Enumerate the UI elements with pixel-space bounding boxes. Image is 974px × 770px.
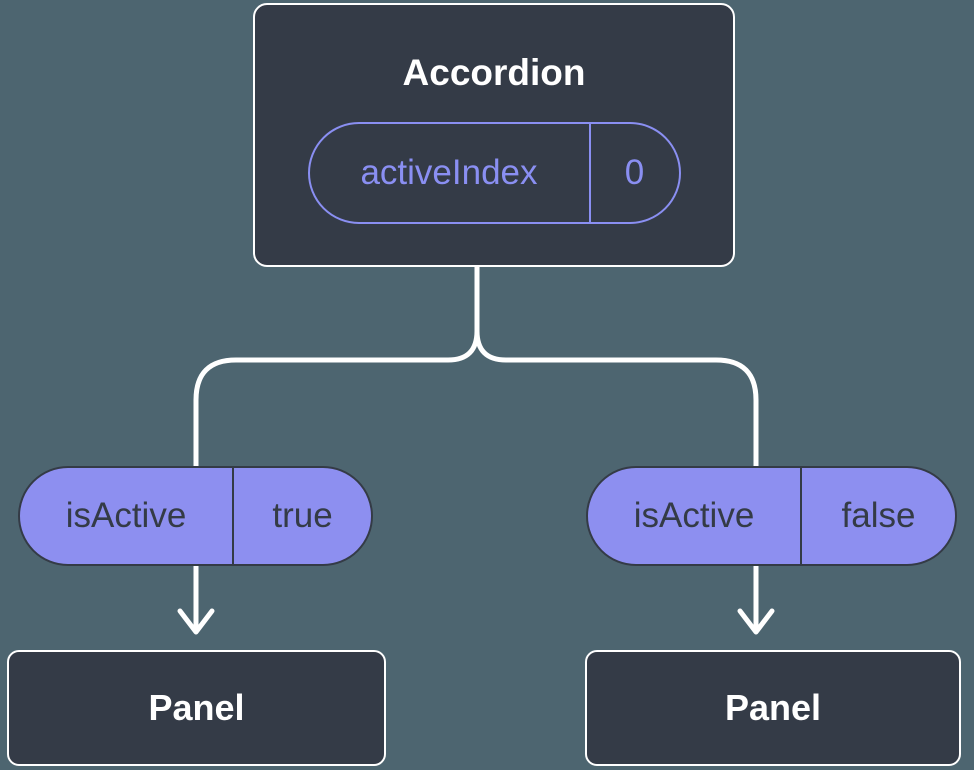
prop-pill-isactive-right: isActive false <box>586 466 957 566</box>
node-panel-right: Panel <box>585 650 961 766</box>
connector-root-to-right-child <box>474 262 759 633</box>
connector-root-to-left-child <box>193 262 480 633</box>
prop-pill-isactive-left: isActive true <box>18 466 373 566</box>
node-panel-title: Panel <box>724 687 822 728</box>
node-accordion-title: Accordion <box>402 52 586 93</box>
prop-pill-value: true <box>272 496 333 535</box>
state-pill-value: 0 <box>624 153 645 192</box>
node-panel-left: Panel <box>7 650 386 766</box>
pill-divider <box>588 124 591 222</box>
arrow-down-icon <box>177 608 215 635</box>
pill-divider <box>800 468 802 564</box>
node-panel-title: Panel <box>148 687 245 728</box>
arrow-down-icon <box>737 608 775 635</box>
node-accordion: Accordion activeIndex 0 <box>253 3 735 267</box>
state-pill-activeindex: activeIndex 0 <box>307 122 681 224</box>
pill-divider <box>232 468 234 564</box>
prop-pill-name: isActive <box>65 496 187 535</box>
state-pill-name: activeIndex <box>360 153 538 192</box>
prop-pill-name: isActive <box>633 496 755 535</box>
prop-pill-value: false <box>841 496 916 535</box>
